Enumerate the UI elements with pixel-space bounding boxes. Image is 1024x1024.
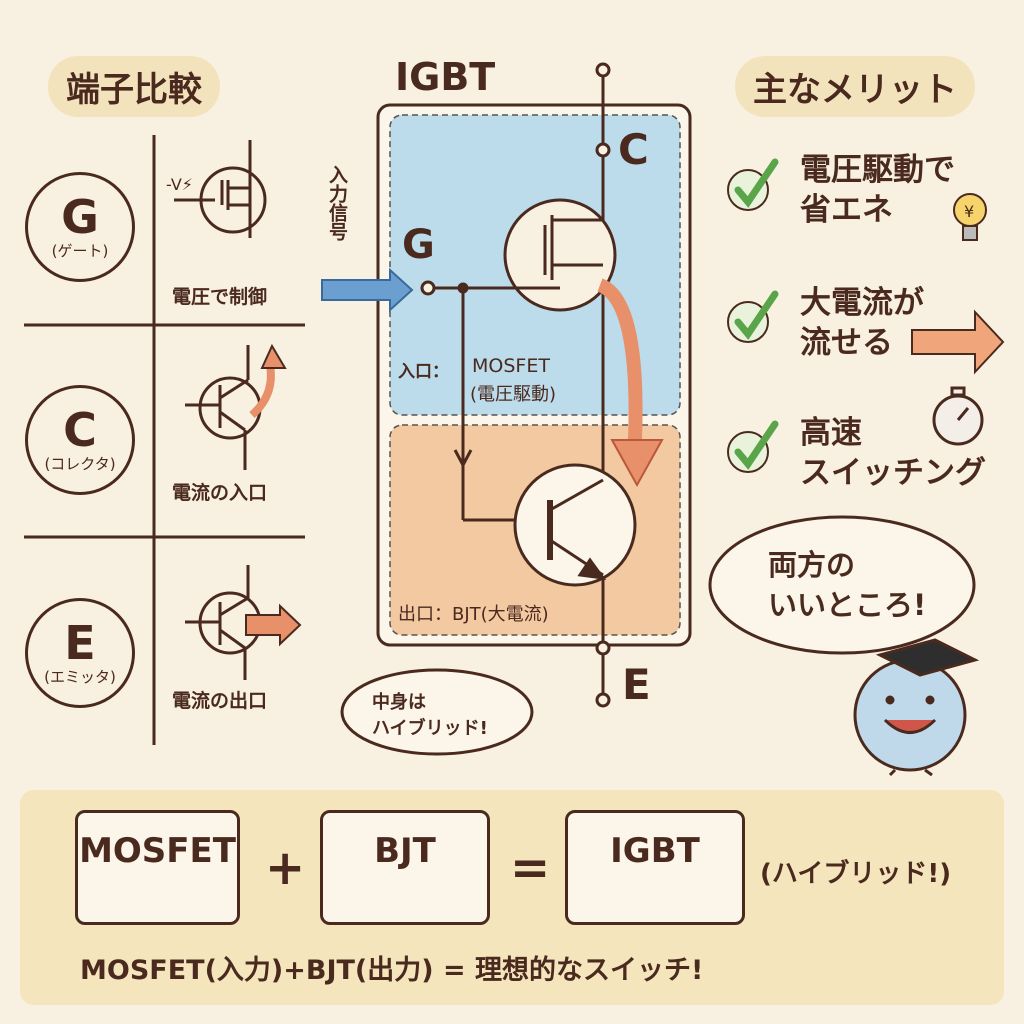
bjt-collector-icon — [185, 343, 287, 470]
input-signal-label: 入力信号 — [326, 165, 348, 241]
merit-line: 大電流が — [800, 285, 924, 321]
stopwatch-icon — [932, 386, 984, 446]
igbt-box: IGBT — [565, 810, 745, 925]
merit-line: 省エネ — [800, 192, 893, 228]
current-flow-arrow — [596, 278, 643, 441]
terminal-caption: 電流の出口 — [172, 690, 268, 712]
mosfet-box: MOSFET — [75, 810, 240, 925]
mosfet-symbol-icon: -V⚡ — [166, 140, 267, 238]
bjt-emitter-icon — [185, 565, 302, 680]
merit-line: スイッチング — [800, 455, 986, 491]
input-signal-arrow — [321, 267, 414, 313]
igbt-circuit — [321, 62, 692, 708]
input-section-label: 入口： — [398, 362, 449, 382]
collector-label: C — [618, 125, 649, 174]
terminal-letter: E — [64, 615, 96, 670]
lightbulb-icon: ¥ — [953, 193, 987, 241]
output-section-label: 出口：BJT(大電流) — [398, 604, 549, 625]
bubble-line: 両方の — [768, 548, 856, 582]
mascot-icon — [853, 638, 980, 777]
merits-title: 主なメリット — [735, 56, 975, 117]
plus-sign: + — [265, 840, 306, 896]
bubble-line: 中身は — [372, 692, 426, 713]
emitter-label: E — [622, 660, 651, 709]
terminal-collector: C(コレクタ) — [25, 385, 135, 495]
hybrid-note: (ハイブリッド!) — [760, 859, 952, 889]
merit-item: 高速スイッチング — [800, 413, 986, 493]
merit-item: 大電流が流せる — [800, 283, 924, 363]
terminal-caption: 電流の入口 — [172, 482, 268, 504]
check-icons — [727, 158, 779, 473]
igbt-title: IGBT — [395, 55, 496, 99]
terminal-name: (コレクタ) — [44, 454, 116, 473]
terminal-caption: 電圧で制御 — [172, 286, 268, 308]
box-label: MOSFET — [79, 831, 236, 871]
input-device-label: MOSFET — [472, 355, 550, 377]
hybrid-bubble: 中身はハイブリッド! — [372, 690, 488, 742]
terminal-letter: G — [61, 189, 99, 244]
big-current-arrow-icon — [911, 309, 1005, 375]
box-label: BJT — [374, 831, 436, 871]
input-note-label: (電圧駆動) — [470, 384, 557, 405]
svg-text:¥: ¥ — [964, 202, 974, 221]
merit-item: 電圧駆動で省エネ — [800, 150, 955, 230]
equals-sign: = — [510, 840, 551, 896]
formula-summary: MOSFET(入力)+BJT(出力) = 理想的なスイッチ! — [80, 955, 704, 986]
merit-line: 高速 — [800, 415, 862, 451]
terminal-name: (ゲート) — [51, 241, 109, 260]
terminal-emitter: E(エミッタ) — [25, 598, 135, 708]
terminal-comparison-title: 端子比較 — [48, 56, 220, 117]
merit-line: 流せる — [800, 325, 893, 361]
terminal-name: (エミッタ) — [44, 667, 116, 686]
bubble-line: いいところ! — [768, 588, 927, 622]
best-of-both-bubble: 両方のいいところ! — [768, 545, 926, 625]
bubble-line: ハイブリッド! — [372, 718, 488, 739]
gate-label: G — [402, 222, 435, 268]
terminal-gate: G(ゲート) — [25, 172, 135, 282]
bjt-box: BJT — [320, 810, 490, 925]
merit-line: 電圧駆動で — [800, 152, 955, 188]
svg-text:-V⚡: -V⚡ — [166, 175, 193, 194]
formula-panel — [20, 790, 1004, 1005]
speech-bubble-shapes — [340, 515, 976, 756]
terminal-letter: C — [63, 402, 97, 457]
box-label: IGBT — [610, 831, 700, 871]
